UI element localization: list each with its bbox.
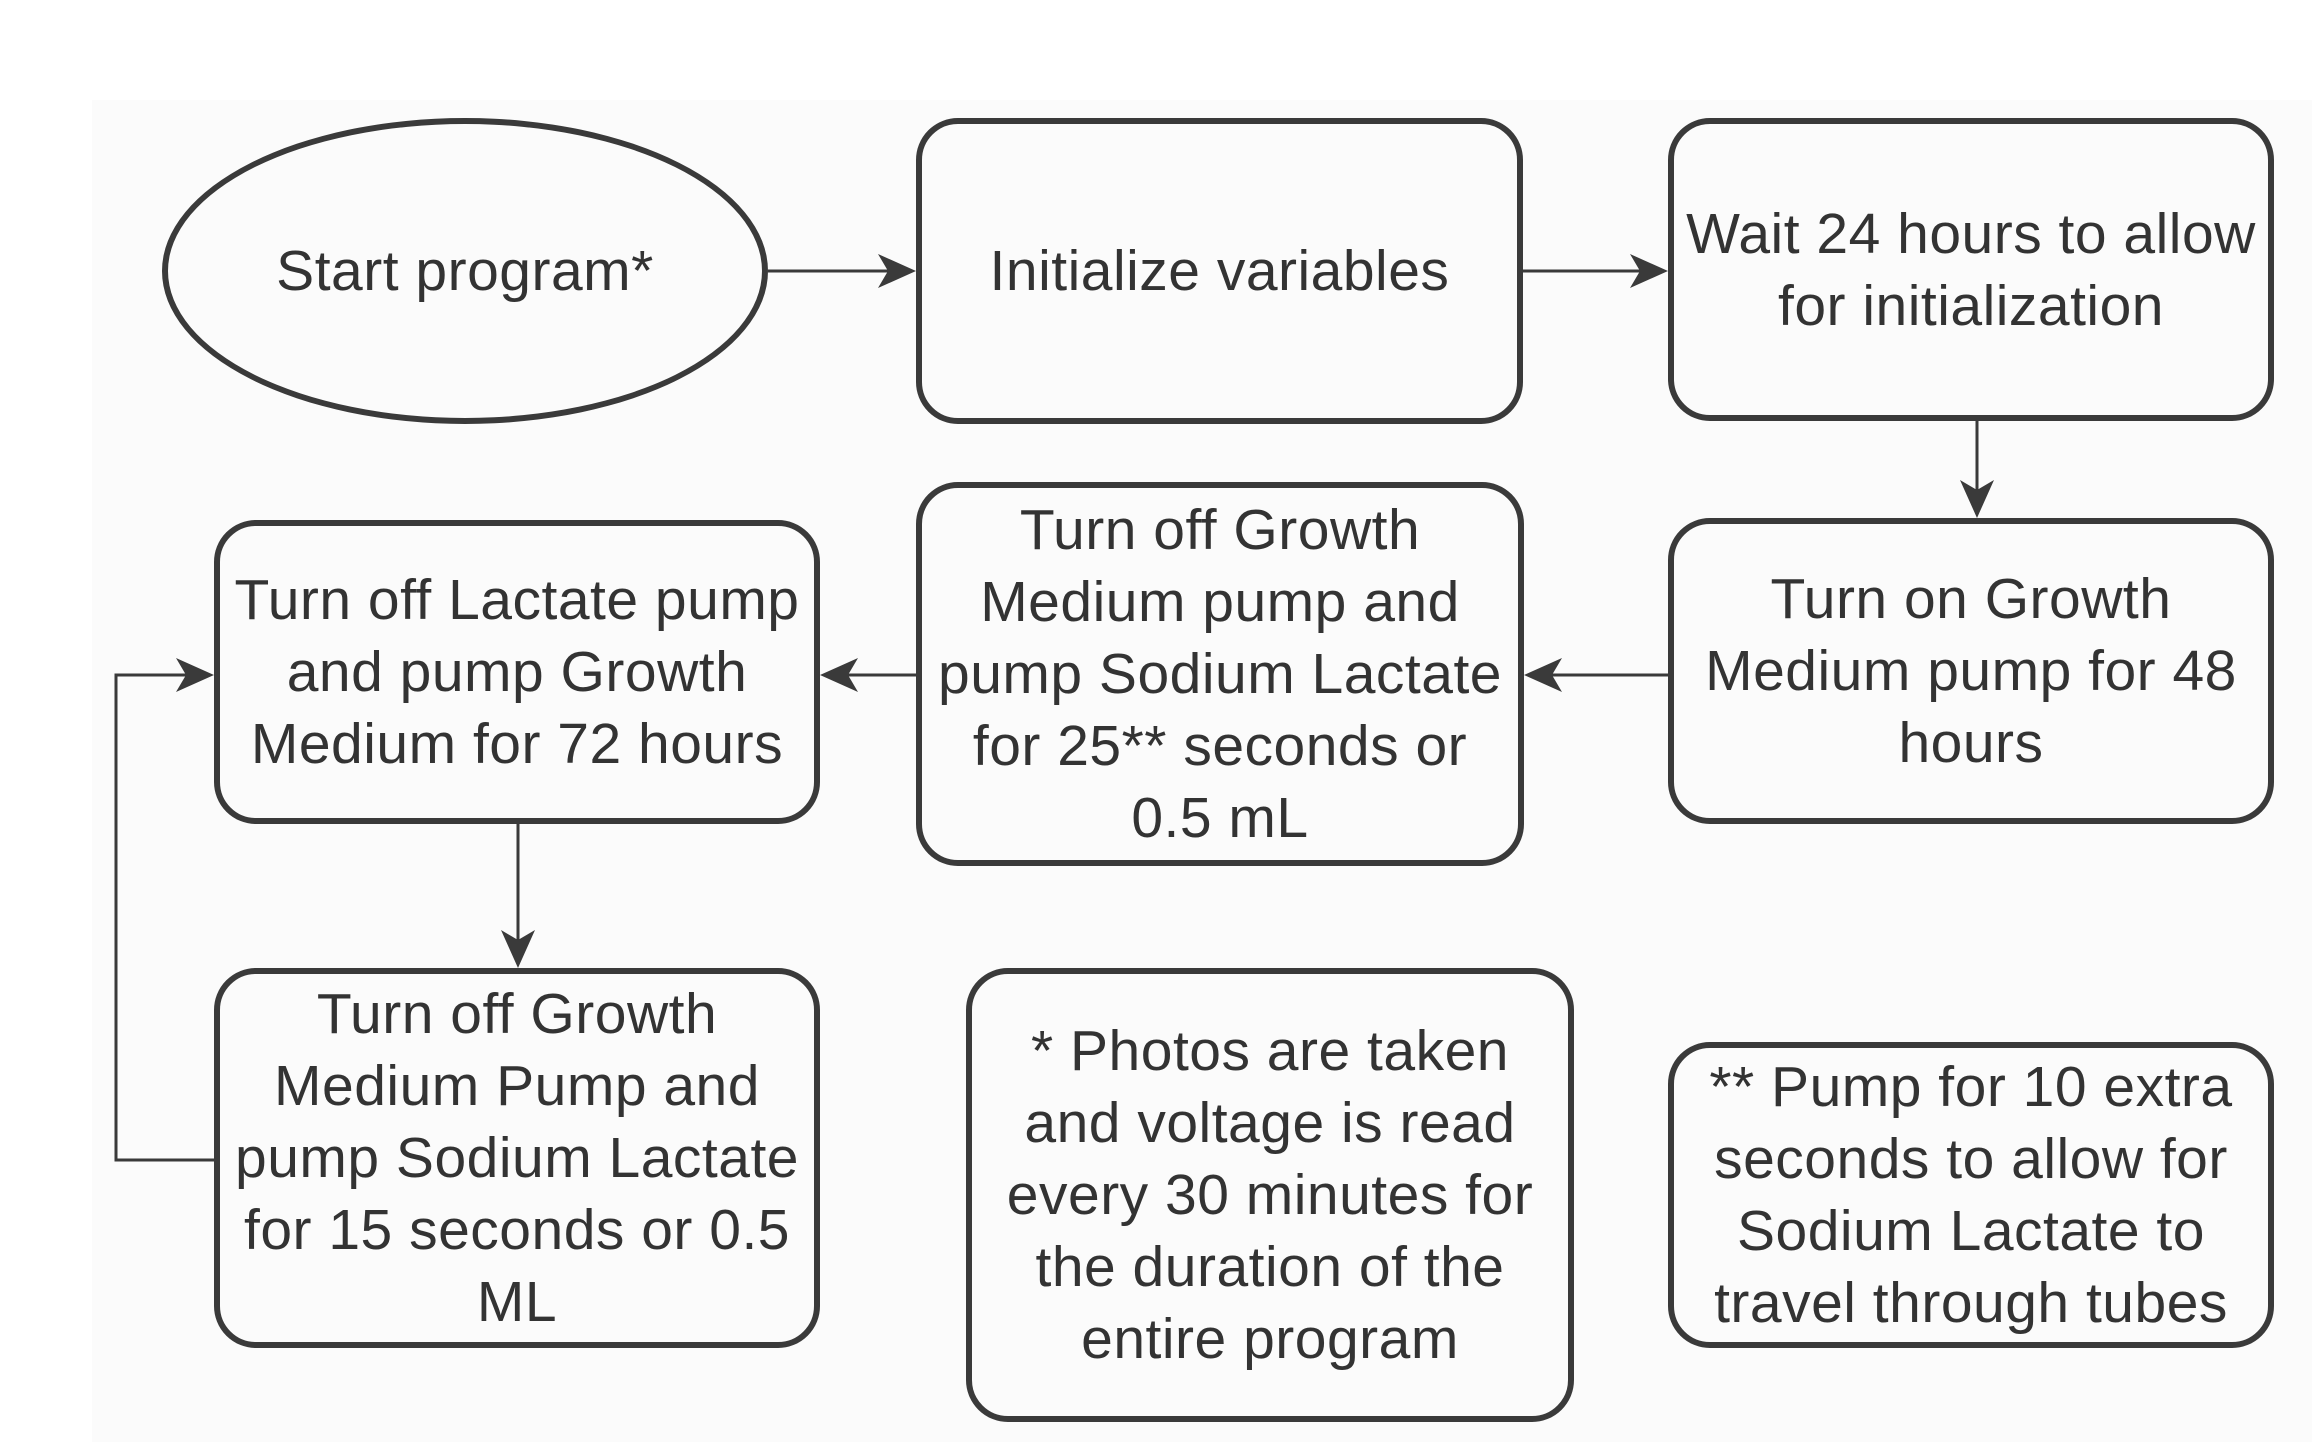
arrowhead-lactate-off-growth-to-growth-off-lactate-15 — [501, 930, 535, 968]
arrowhead-start-to-init — [878, 254, 916, 288]
node-turn-off-lactate-pump-growth-label: Turn off Lactate pump and pump Growth Me… — [234, 568, 800, 776]
node-initialize-variables: Initialize variables — [916, 118, 1523, 424]
node-turn-on-growth-medium-label: Turn on Growth Medium pump for 48 hours — [1705, 567, 2237, 775]
node-turn-on-growth-medium: Turn on Growth Medium pump for 48 hours — [1668, 518, 2274, 824]
node-start-program: Start program* — [162, 118, 768, 424]
note-pump-extra-seconds-label: ** Pump for 10 extra seconds to allow fo… — [1709, 1055, 2233, 1335]
node-wait-24-hours-label: Wait 24 hours to allow for initializatio… — [1686, 201, 2256, 338]
node-start-program-label: Start program* — [276, 239, 654, 303]
node-turn-off-growth-pump-lactate-15-label: Turn off Growth Medium Pump and pump Sod… — [235, 982, 799, 1334]
arrowhead-init-to-wait — [1630, 254, 1668, 288]
arrowhead-growth-on-to-growth-off-lactate — [1524, 658, 1562, 692]
arrowhead-wait-to-growth-on — [1960, 480, 1994, 518]
node-turn-off-lactate-pump-growth: Turn off Lactate pump and pump Growth Me… — [214, 520, 820, 824]
arrowhead-loop-back — [176, 658, 214, 692]
node-wait-24-hours: Wait 24 hours to allow for initializatio… — [1668, 118, 2274, 421]
edge-loop-back — [114, 673, 216, 1162]
note-photos-voltage-label: * Photos are taken and voltage is read e… — [1006, 1019, 1534, 1371]
node-turn-off-growth-pump-lactate-15: Turn off Growth Medium Pump and pump Sod… — [214, 968, 820, 1348]
note-photos-voltage: * Photos are taken and voltage is read e… — [966, 968, 1574, 1422]
node-initialize-variables-label: Initialize variables — [989, 239, 1450, 303]
note-pump-extra-seconds: ** Pump for 10 extra seconds to allow fo… — [1668, 1042, 2274, 1348]
arrowhead-growth-off-lactate-to-lactate-off-growth — [820, 658, 858, 692]
node-turn-off-growth-pump-lactate-25-label: Turn off Growth Medium pump and pump Sod… — [938, 498, 1502, 850]
node-turn-off-growth-pump-lactate-25: Turn off Growth Medium pump and pump Sod… — [916, 482, 1524, 866]
